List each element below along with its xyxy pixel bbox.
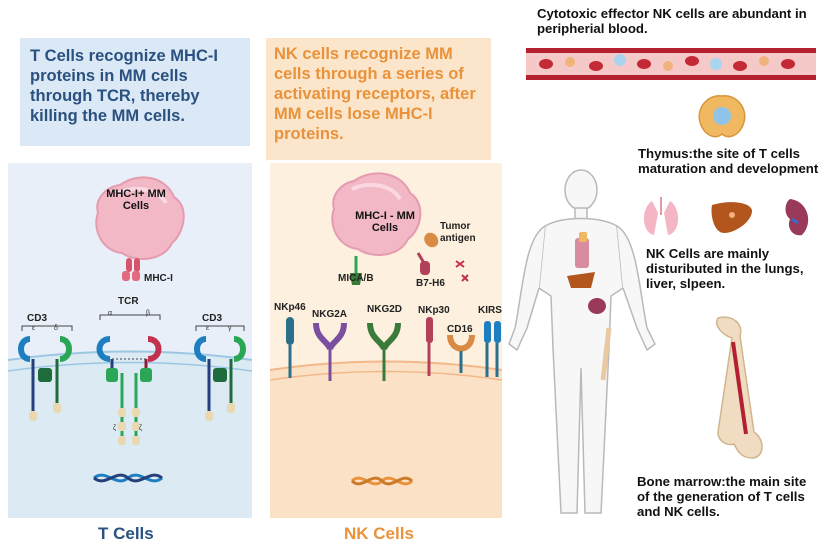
nkp46-receptor [286,317,294,378]
b7-h6-label: B7-H6 [416,278,445,289]
body-liver [567,272,595,288]
t-cell-membrane [8,351,252,518]
cd3-right-receptor [194,336,246,421]
dna-icon [93,473,163,483]
mhc-negative-mm-cell [331,172,422,256]
chain-delta: δ [54,325,58,332]
body-thymus [579,232,587,242]
thymus-icon [698,95,746,138]
t-cell-header-box [20,38,250,146]
mhc-i-label: MHC-I [144,273,173,284]
nkp30-receptor [426,317,433,376]
t-cells-caption: T Cells [98,524,154,543]
nkg2d-receptor [367,322,401,381]
tumor-antigen-label: Tumor antigen [440,221,476,244]
chain-alpha: α [108,310,113,317]
chain-epsilon-right: ε [206,325,210,332]
nkp46-label: NKp46 [274,302,306,313]
chain-zeta-left: ζ [113,425,117,432]
nkg2d-label: NKG2D [367,304,403,315]
tumor-antigen-shape [424,232,439,248]
cd3-left-label: CD3 [27,313,48,324]
cd16-receptor [447,334,475,373]
soluble-antigen-icons [455,260,469,282]
chain-zeta-right: ζ [139,425,143,432]
body-lungs [575,238,589,268]
human-body-illustration [508,169,656,514]
chain-beta: β [146,310,151,317]
bone-marrow-text: Bone marrow:the main site of the generat… [637,474,807,519]
thymus-text: Thymus:the site of T cells maturation an… [638,146,819,176]
tcr-label: TCR [118,296,139,307]
blood-text: Cytotoxic effector NK cells are abundant… [537,6,807,36]
organs-text: NK Cells are mainly distuributed in the … [646,246,804,291]
chain-epsilon-left: ε [32,325,36,332]
nk-cell-header-text: NK cells recognize MM cells through a se… [274,45,476,143]
mica-b-ligand [350,256,362,285]
dna-icon [350,476,414,486]
t-cell-mm-label: MHC-I+ MM Cells [106,188,166,212]
cd16-label: CD16 [447,324,473,335]
mica-b-label: MICA/B [338,273,374,284]
bone-marrow-icon [716,316,763,459]
nk-cell-mm-label: MHC-I - MM Cells [355,210,415,234]
nk-cell-membrane [270,361,502,518]
mhc-i-molecule [122,258,140,281]
cd3-right-label: CD3 [202,313,223,324]
t-cell-header-text: T Cells recognize MHC-I proteins in MM c… [30,47,218,125]
nkg2a-label: NKG2A [312,309,348,320]
liver-icon [711,202,752,233]
chain-gamma: γ [228,325,232,332]
body-femur [600,327,612,381]
nkg2a-receptor [313,322,347,381]
lungs-icon [643,197,679,235]
blood-vessel-illustration [526,48,816,80]
organs-icons [643,197,809,236]
body-spleen [588,298,606,314]
cd3-left-receptor [18,336,72,421]
tcr-receptor [96,336,162,445]
nk-cell-diagram [270,172,502,518]
mhc-positive-mm-cell [95,176,185,260]
kirs-label: KIRS [478,305,502,316]
t-cell-diagram [8,176,252,518]
nk-cells-caption: NK Cells [344,524,414,543]
spleen-icon [785,199,809,236]
b7-h6-ligand [416,252,430,275]
nk-cell-header-box [266,38,491,160]
nkp30-label: NKp30 [418,305,450,316]
kirs-receptor [484,321,501,377]
